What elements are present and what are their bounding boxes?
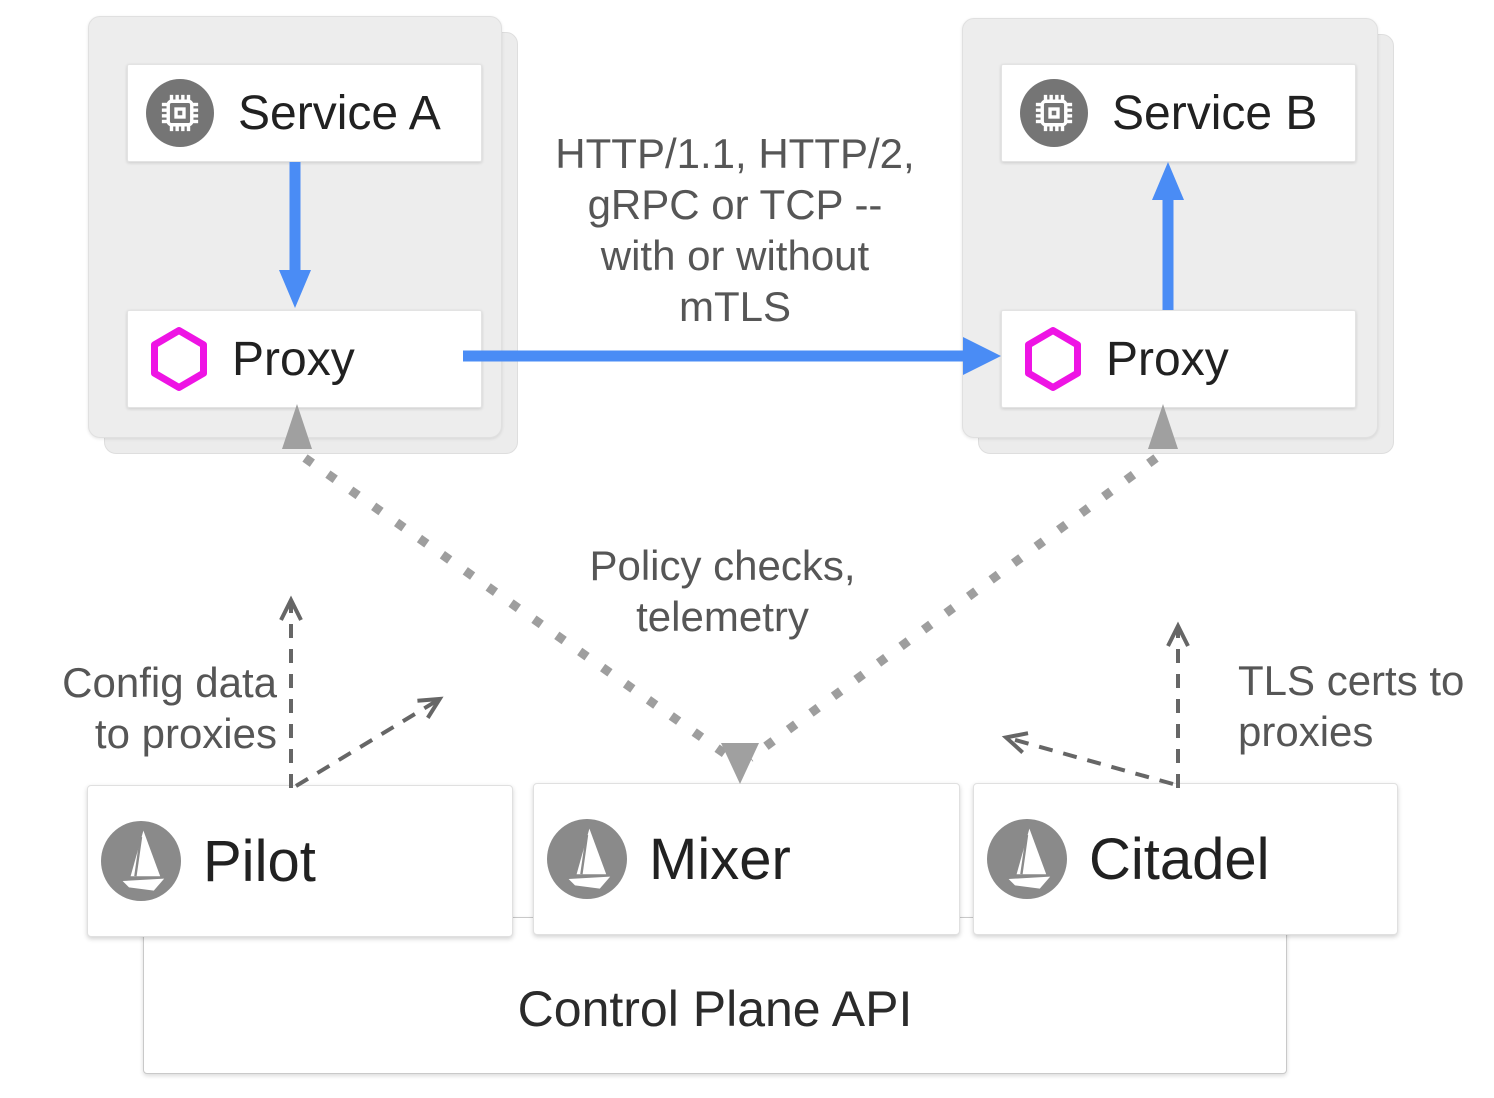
service-b-card: Service B — [1001, 64, 1356, 162]
traffic-note-line1: HTTP/1.1, HTTP/2, — [555, 130, 915, 177]
proxy-b-card: Proxy — [1001, 310, 1356, 408]
mixer-arrowhead — [721, 743, 759, 784]
citadel-box: Citadel — [973, 783, 1398, 935]
proxy-to-proxy-arrow — [463, 337, 1001, 375]
config-data-note: Config data to proxies — [29, 657, 277, 759]
config-note-line2: to proxies — [94, 710, 277, 757]
citadel-label: Citadel — [1089, 826, 1270, 892]
traffic-note-line2: gRPC or TCP -- — [587, 181, 883, 228]
config-note-line1: Config data — [62, 659, 277, 706]
control-plane-api-label: Control Plane API — [517, 980, 913, 1037]
service-a-label: Service A — [238, 86, 441, 140]
tls-certs-note: TLS certs to proxies — [1238, 655, 1488, 757]
policy-note-line1: Policy checks, — [589, 542, 856, 589]
policy-note-line2: telemetry — [636, 593, 809, 640]
pilot-config-diagonal-arrow — [294, 696, 444, 788]
proxy-a-card: Proxy — [127, 310, 482, 408]
tls-note-line1: TLS certs to — [1238, 657, 1465, 704]
tls-note-line2: proxies — [1238, 708, 1374, 755]
istio-sail-icon — [101, 821, 181, 901]
proxy-a-label: Proxy — [232, 332, 355, 386]
traffic-protocols-note: HTTP/1.1, HTTP/2, gRPC or TCP -- with or… — [510, 128, 960, 332]
citadel-certs-diagonal-arrow — [1001, 731, 1174, 786]
control-plane-api-bar: Control Plane API — [143, 917, 1287, 1074]
pilot-label: Pilot — [203, 828, 316, 894]
istio-sail-icon — [547, 819, 627, 899]
policy-telemetry-note: Policy checks, telemetry — [500, 540, 945, 642]
hexagon-icon — [151, 327, 207, 391]
istio-sail-icon — [987, 819, 1067, 899]
chip-icon — [146, 79, 214, 147]
traffic-note-line3: with or without — [600, 232, 870, 279]
mixer-box: Mixer — [533, 783, 960, 935]
hexagon-icon — [1025, 327, 1081, 391]
mixer-label: Mixer — [649, 826, 791, 892]
proxy-b-label: Proxy — [1106, 332, 1229, 386]
traffic-note-line4: mTLS — [678, 283, 791, 330]
service-a-card: Service A — [127, 64, 482, 162]
pilot-box: Pilot — [87, 785, 513, 937]
service-b-label: Service B — [1112, 86, 1318, 140]
chip-icon — [1020, 79, 1088, 147]
